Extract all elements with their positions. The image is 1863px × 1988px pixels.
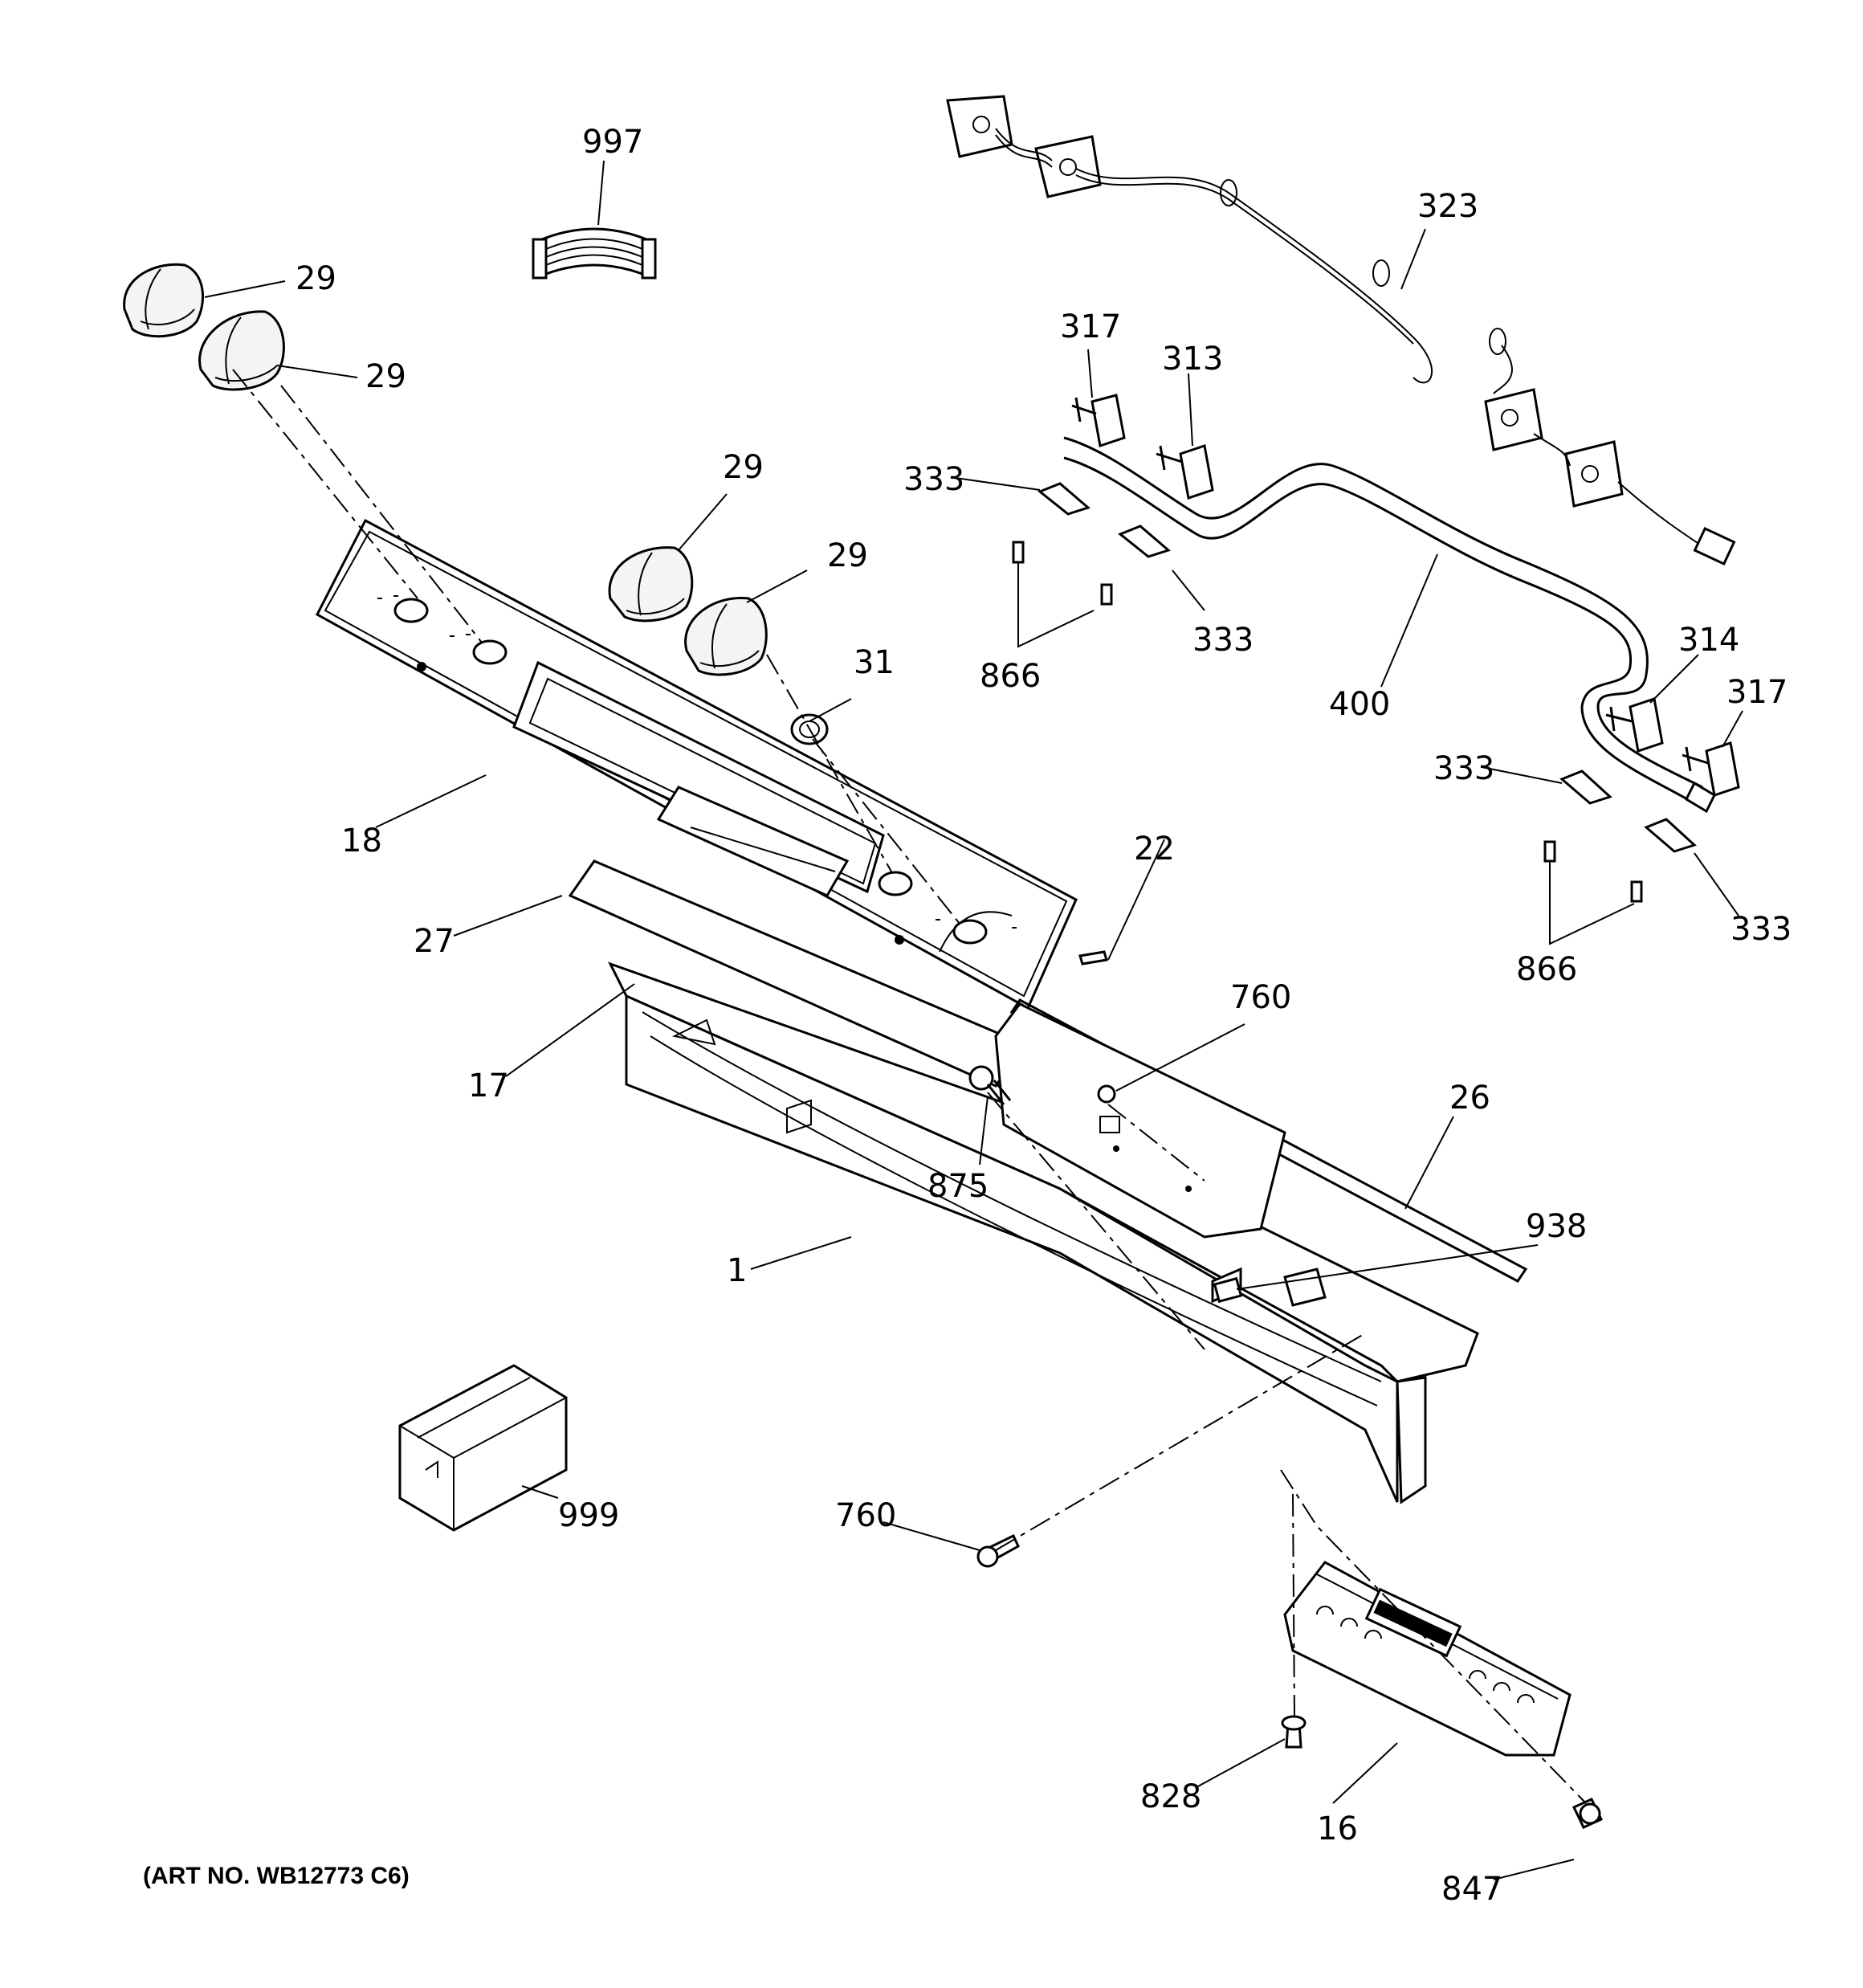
callout-labels: 997 29 29 29 29 323 317 313 333 333 866 … <box>143 124 1792 1908</box>
part-847-screw <box>1572 1798 1604 1829</box>
callout-333-d: 333 <box>1731 911 1792 948</box>
part-875-screw <box>968 1065 1012 1105</box>
leader-lines <box>204 160 1743 1880</box>
callout-847: 847 <box>1441 1871 1502 1908</box>
part-828-screw <box>1281 1715 1307 1749</box>
callout-333-c: 333 <box>1433 750 1494 787</box>
part-313-valve <box>1156 444 1214 500</box>
callout-22: 22 <box>1134 831 1175 867</box>
part-1-frame <box>607 961 1479 1504</box>
callout-17: 17 <box>468 1067 509 1104</box>
callout-317-b: 317 <box>1726 674 1788 711</box>
callout-27: 27 <box>414 923 455 960</box>
callout-999: 999 <box>558 1497 619 1534</box>
part-333-clip-c <box>1559 769 1612 805</box>
assembly-lines <box>232 369 1587 1804</box>
callout-16: 16 <box>1317 1810 1358 1847</box>
callout-26: 26 <box>1449 1080 1490 1116</box>
knob-29-c <box>608 546 694 623</box>
art-number: (ART NO. WB12773 C6) <box>143 1863 410 1889</box>
knob-29-b <box>198 310 285 391</box>
part-400-manifold <box>1063 436 1716 814</box>
part-317-valve-left <box>1071 394 1126 447</box>
part-866-screws-b <box>1543 840 1643 903</box>
callout-31: 31 <box>854 644 895 681</box>
callout-29-d: 29 <box>827 537 868 574</box>
part-323-harness <box>946 95 1736 566</box>
part-997-connector <box>532 227 657 280</box>
part-866-screws-a <box>1012 541 1113 606</box>
callout-314: 314 <box>1678 622 1739 659</box>
callout-760-b: 760 <box>835 1497 896 1534</box>
callout-828: 828 <box>1140 1778 1201 1815</box>
part-16-control-board <box>1283 1561 1572 1757</box>
callout-875: 875 <box>927 1168 989 1205</box>
callout-866-a: 866 <box>980 658 1041 695</box>
knob-29-a <box>123 263 205 338</box>
callout-760-a: 760 <box>1230 979 1291 1016</box>
part-938-clip <box>1213 1276 1243 1304</box>
callout-29-a: 29 <box>296 260 336 297</box>
part-314-valve <box>1605 697 1664 753</box>
callout-997: 997 <box>582 124 643 161</box>
part-18-control-panel <box>316 518 1078 1010</box>
callout-938: 938 <box>1526 1208 1587 1245</box>
part-26-rail <box>1009 998 1528 1283</box>
part-22-rod <box>1078 950 1108 965</box>
part-760-screw-upper <box>1097 1084 1116 1104</box>
part-317-valve-right <box>1682 741 1740 797</box>
part-333-clip-b <box>1118 525 1172 558</box>
callout-323: 323 <box>1417 188 1478 225</box>
part-999-box <box>398 1364 568 1532</box>
callout-400: 400 <box>1329 686 1390 723</box>
part-333-clip-a <box>1037 482 1091 516</box>
callout-29-b: 29 <box>365 358 406 395</box>
callout-29-c: 29 <box>723 449 764 486</box>
callout-313: 313 <box>1162 341 1223 378</box>
callout-317-a: 317 <box>1060 308 1121 345</box>
callout-866-b: 866 <box>1516 951 1577 988</box>
callout-333-b: 333 <box>1192 622 1254 659</box>
callout-18: 18 <box>341 823 382 859</box>
callout-333-a: 333 <box>903 461 964 498</box>
callout-1: 1 <box>727 1252 747 1289</box>
part-333-clip-d <box>1644 818 1697 853</box>
knob-29-d <box>684 596 768 676</box>
